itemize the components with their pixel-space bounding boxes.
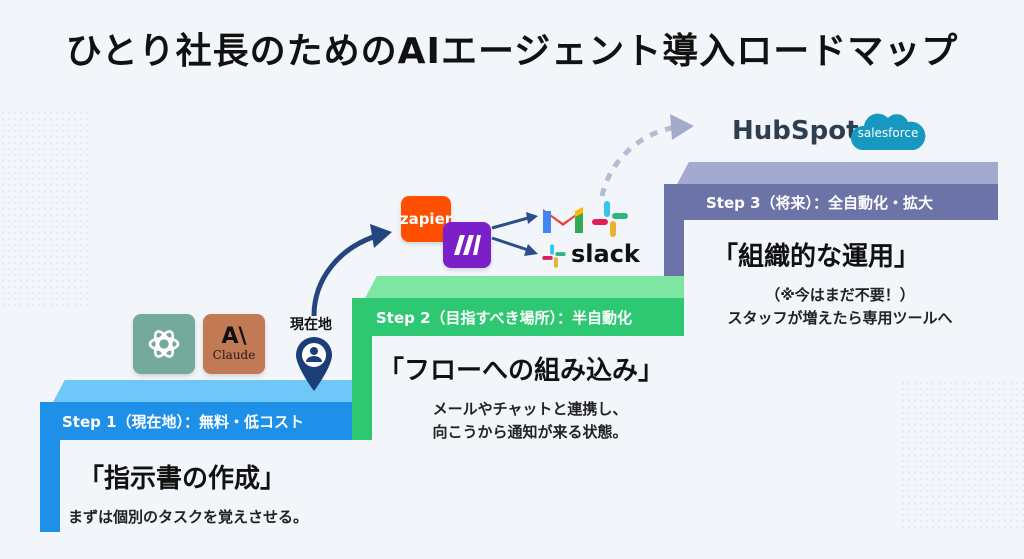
step3-riser bbox=[664, 220, 684, 276]
step1-description: まずは個別のタスクを覚えさせる。 bbox=[68, 508, 309, 526]
claude-mark: A\ bbox=[221, 324, 247, 349]
claude-label: Claude bbox=[212, 348, 256, 362]
step1-heading: 「指示書の作成」 bbox=[78, 464, 287, 494]
background-pattern bbox=[0, 110, 90, 310]
step2-description-line2: 向こうから通知が来る状態。 bbox=[432, 423, 628, 441]
background-pattern bbox=[900, 380, 1024, 530]
gmail-icon bbox=[543, 207, 583, 233]
claude-icon: A\ Claude bbox=[203, 314, 265, 374]
step3-description: （※今はまだ不要！） スタッフが増えたら専用ツールへ bbox=[700, 284, 980, 330]
hubspot-wordmark: HubSpot bbox=[732, 116, 859, 146]
current-location-label: 現在地 bbox=[290, 317, 332, 333]
progress-arrow-1 bbox=[311, 224, 392, 317]
location-pin-icon bbox=[296, 337, 332, 391]
step3-label: Step 3（将来）：全自動化・拡大 bbox=[706, 194, 934, 212]
step3-description-line2: スタッフが増えたら専用ツールへ bbox=[727, 309, 953, 327]
step1-label: Step 1（現在地）：無料・低コスト bbox=[62, 413, 305, 431]
step2-platform-top bbox=[364, 276, 684, 300]
salesforce-wordmark: salesforce bbox=[857, 126, 919, 140]
hubspot-icon: HubSpot bbox=[732, 116, 859, 146]
step3-platform bbox=[664, 184, 998, 220]
step1-platform bbox=[40, 402, 370, 440]
zapier-icon: zapier bbox=[399, 196, 453, 242]
zapier-label: zapier bbox=[399, 210, 453, 228]
step2-label: Step 2（目指すべき場所）：半自動化 bbox=[376, 309, 632, 327]
slack-small-icon bbox=[542, 244, 566, 268]
step3-heading: 「組織的な運用」 bbox=[712, 242, 921, 272]
step2-riser bbox=[352, 336, 372, 440]
step2-heading: 「フローへの組み込み」 bbox=[378, 356, 665, 386]
salesforce-icon: salesforce bbox=[848, 108, 928, 160]
step3-platform-top bbox=[676, 162, 998, 186]
slack-icon bbox=[592, 201, 628, 237]
step2-platform bbox=[352, 298, 684, 336]
page-title: ひとり社長のためのAIエージェント導入ロードマップ bbox=[65, 31, 959, 72]
make-icon bbox=[443, 222, 491, 268]
step3-description-line1: （※今はまだ不要！） bbox=[765, 286, 915, 304]
chatgpt-icon bbox=[133, 314, 195, 374]
step2-description-line1: メールやチャットと連携し、 bbox=[432, 400, 628, 418]
connector-arrows bbox=[491, 212, 538, 256]
step1-body bbox=[40, 440, 60, 532]
slack-wordmark: slack bbox=[571, 240, 640, 268]
future-arrow bbox=[599, 114, 694, 197]
step2-description: メールやチャットと連携し、 向こうから通知が来る状態。 bbox=[380, 398, 680, 444]
